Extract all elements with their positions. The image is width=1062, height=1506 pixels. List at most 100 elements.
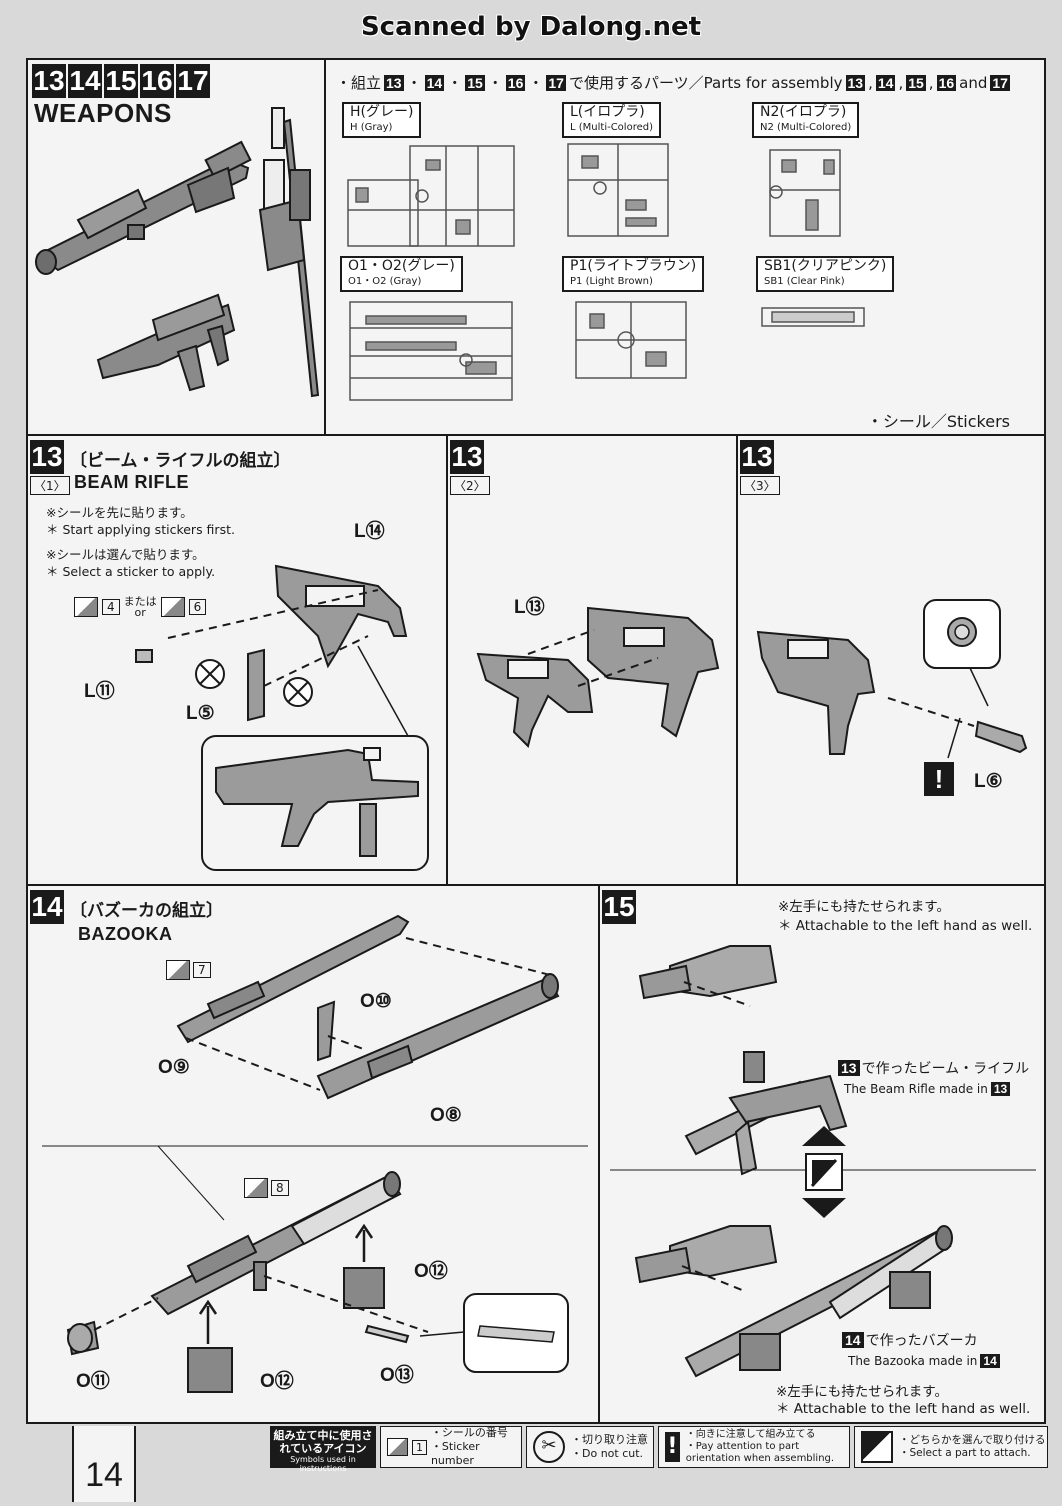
step-header: 13 〈1〉 — [30, 440, 70, 495]
runner-diagrams — [347, 143, 865, 401]
step-13-3-panel: 13 〈3〉 ! L⑥ — [736, 434, 1046, 886]
step-ref: 16 — [936, 74, 957, 91]
runner-name-en: N2 (Multi-Colored) — [760, 122, 852, 133]
note-en: ＊ Select a sticker to apply. — [46, 564, 216, 579]
runner-name-jp: O1・O2(グレー) — [348, 258, 455, 274]
runner-label-n2: N2(イロプラ) N2 (Multi-Colored) — [752, 102, 860, 138]
svg-text:!: ! — [935, 764, 944, 794]
do-not-cut-icon: ✂ — [533, 1431, 565, 1463]
page-number: 14 — [85, 1456, 123, 1494]
caption-jp: で作ったバズーカ — [865, 1333, 978, 1349]
step-13-3-diagram: ! — [756, 599, 1028, 796]
step-ref: 15 — [906, 74, 926, 91]
select-part-icon — [861, 1431, 893, 1463]
runner-label-h: H(グレー) H (Gray) — [342, 102, 422, 138]
step-number: 15 — [602, 890, 636, 924]
step-15-panel: 15 ※左手にも持たせられます。 ＊ Attachable to the lef… — [598, 884, 1046, 1424]
step-ref: 13 — [384, 74, 404, 91]
parts-intro: ・組立 13 ・ 14 ・ 15 ・ 16 ・ 17 で使用するパーツ／Part… — [336, 73, 1010, 92]
runner-name-jp: N2(イロプラ) — [760, 104, 847, 120]
step-number-strip: 13 14 15 16 17 — [32, 64, 210, 98]
runner-name-jp: H(グレー) — [350, 104, 414, 120]
runner-name-jp: P1(ライトブラウン) — [570, 258, 697, 274]
runner-name-jp: SB1(クリアピンク) — [764, 258, 887, 274]
bazooka-caption: 14 で作ったバズーカ The Bazooka made in 14 — [842, 1330, 1000, 1368]
note-jp: ※左手にも持たせられます。 — [778, 899, 950, 915]
runner-n2-icon — [769, 149, 841, 237]
parts-list-panel: ・組立 13 ・ 14 ・ 15 ・ 16 ・ 17 で使用するパーツ／Part… — [324, 58, 1046, 436]
runner-label-l: L(イロプラ) L (Multi-Colored) — [562, 102, 661, 138]
separator: ・ — [528, 74, 544, 92]
step-number: 17 — [176, 64, 210, 98]
separator: ・ — [487, 74, 503, 92]
parts-intro-and: and — [959, 73, 988, 92]
runner-name-en: P1 (Light Brown) — [570, 276, 653, 287]
step-ref: 13 — [990, 1082, 1011, 1096]
caption-en: The Bazooka made in — [848, 1354, 978, 1368]
sticker-choice: 4 または or 6 — [74, 596, 207, 618]
sticker-icon — [166, 960, 190, 980]
part-callout: L⑭ — [354, 521, 385, 542]
legend-select-jp: ・どちらかを選んで取り付ける — [899, 1434, 1046, 1446]
step-13-2-diagram — [476, 606, 720, 748]
part-callout: O⑩ — [360, 991, 392, 1012]
note-jp: ※左手にも持たせられます。 — [776, 1384, 948, 1400]
step-ref: 14 — [842, 1332, 864, 1348]
sticker-icon — [387, 1438, 408, 1456]
step-number: 15 — [104, 64, 138, 98]
note-en: ＊ Attachable to the left hand as well. — [778, 918, 1033, 934]
stickers-label: ・シール／Stickers — [866, 412, 1010, 431]
legend-cut: ✂ ・切り取り注意 ・Do not cut. — [526, 1426, 654, 1468]
step-number: 16 — [140, 64, 174, 98]
runner-name-jp: L(イロプラ) — [570, 104, 645, 120]
runner-name-en: SB1 (Clear Pink) — [764, 276, 845, 287]
part-callout: O⑪ — [76, 1371, 110, 1392]
step-title-jp: 〔バズーカの組立〕 — [70, 901, 223, 921]
legend-title: 組み立て中に使用されているアイコン Symbols used in instru… — [270, 1426, 376, 1473]
part-callout: O⑨ — [158, 1057, 190, 1078]
part-callout: L⑬ — [514, 597, 545, 618]
weapons-illustration — [35, 107, 320, 398]
substep-number: 〈1〉 — [30, 476, 70, 495]
sticker-number: 4 — [102, 599, 120, 615]
step-ref: 14 — [424, 74, 445, 91]
runner-name-en: H (Gray) — [350, 122, 393, 133]
step-ref: 14 — [980, 1354, 1000, 1368]
note-jp: ※シールは選んで貼ります。 — [46, 547, 205, 562]
step-14-panel: 14 〔バズーカの組立〕 BAZOOKA 7 8 — [26, 884, 600, 1424]
sticker-icon — [160, 597, 185, 617]
part-callout: O⑫ — [260, 1371, 294, 1392]
runner-o-icon — [349, 301, 513, 401]
runner-sb1-icon — [761, 307, 865, 327]
step-number: 13 — [32, 64, 66, 98]
note-jp: ※シールを先に貼ります。 — [46, 505, 193, 520]
sticker-number: 1 — [411, 1439, 427, 1455]
legend-orient-en: ・Pay attention to part orientation when … — [685, 1441, 835, 1464]
sticker-icon — [244, 1178, 268, 1198]
note-top: ※左手にも持たせられます。 ＊ Attachable to the left h… — [778, 898, 1032, 936]
part-callout: O⑬ — [380, 1365, 414, 1386]
legend-title-en: Symbols used in instructions — [290, 1455, 356, 1473]
step-ref: 14 — [875, 74, 896, 91]
note-bottom: ※左手にも持たせられます。 ＊ Attachable to the left h… — [776, 1384, 1030, 1418]
step-header: 14 — [30, 890, 64, 924]
section-title: WEAPONS — [34, 98, 172, 128]
step-ref: 13 — [845, 74, 866, 91]
sticker-icon — [74, 597, 98, 617]
sticker-ref: 7 — [166, 960, 211, 980]
step-ref: 15 — [465, 74, 485, 91]
separator: ・ — [447, 74, 463, 92]
legend-sticker: 1 ・シールの番号 ・Sticker number — [380, 1426, 522, 1468]
legend-select-en: ・Select a part to attach. — [899, 1447, 1031, 1459]
step-number: 13 — [450, 440, 484, 474]
step-title-en: BAZOOKA — [78, 924, 173, 944]
step-ref: 16 — [505, 74, 526, 91]
instruction-notes: ※シールを先に貼ります。 ＊ Start applying stickers f… — [46, 504, 235, 580]
step-header: 13 〈2〉 — [450, 440, 490, 495]
sticker-ref: 8 — [244, 1178, 289, 1198]
step-ref: 17 — [990, 74, 1010, 91]
substep-number: 〈3〉 — [740, 476, 780, 495]
page-number-box: 14 — [72, 1426, 136, 1502]
sticker-number: 8 — [271, 1180, 289, 1196]
caption-en: The Beam Rifle made in — [844, 1082, 988, 1096]
